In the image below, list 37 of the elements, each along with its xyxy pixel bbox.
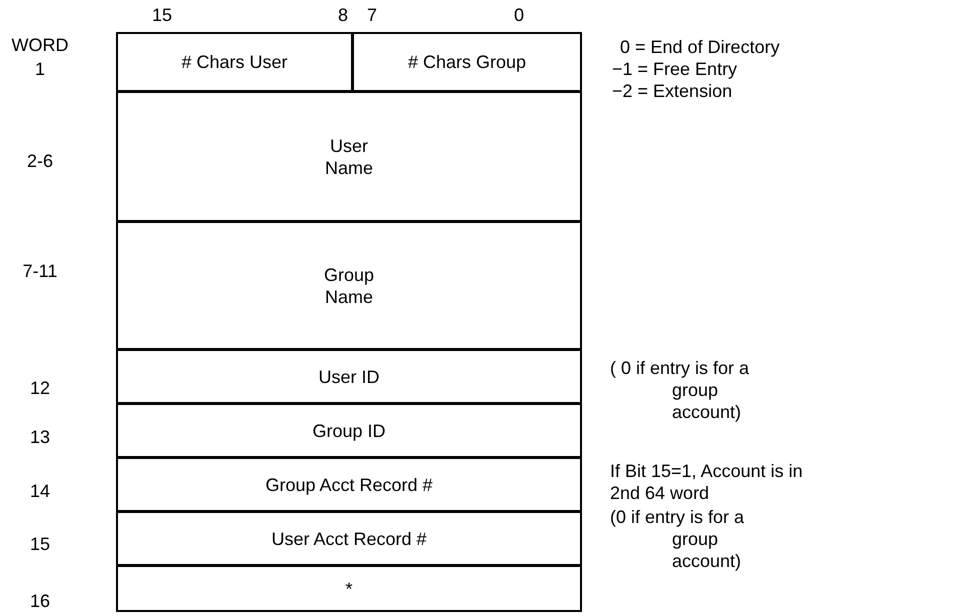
label-text: WORD (10, 34, 70, 56)
label-text: (0 if entry is for a group account) (610, 506, 746, 572)
label-text: −1 = Free Entry (612, 58, 738, 80)
label-text: ( 0 if entry is for a group account) (610, 357, 750, 423)
label-text: 7-11 (22, 260, 58, 282)
table-cell (116, 457, 582, 512)
label-text: 1 (34, 58, 46, 80)
table-cell (116, 511, 582, 566)
label-text: 16 (28, 590, 52, 612)
field-name: User ID (318, 366, 380, 388)
label-text: 15 (28, 533, 52, 555)
table-cell (116, 349, 582, 404)
label-text: 0 = End of Directory (620, 36, 781, 58)
label-text: −2 = Extension (612, 80, 734, 102)
field-name: # Chars Group (408, 51, 526, 73)
field-name: User Name (324, 134, 374, 178)
field-name: User Acct Record # (271, 528, 427, 550)
table-cell (116, 403, 582, 458)
label-text: 2-6 (26, 150, 54, 172)
table-cell (116, 32, 353, 92)
field-name: * (345, 578, 352, 600)
label-text: 13 (28, 426, 52, 448)
label-text: 7 (366, 4, 378, 26)
field-name: Group ID (312, 420, 386, 442)
label-text: 8 (336, 4, 349, 26)
label-text: 12 (28, 377, 52, 399)
table-cell (116, 221, 582, 350)
table-cell (352, 32, 582, 92)
table-cell (116, 91, 582, 222)
label-text: If Bit 15=1, Account is in 2nd 64 word (610, 460, 804, 504)
label-text: 14 (28, 480, 52, 502)
field-name: Group Acct Record # (265, 474, 433, 496)
label-text: 15 (150, 4, 174, 26)
field-name: Group Name (322, 264, 376, 308)
label-text: 0 (512, 4, 525, 26)
table-cell (116, 565, 582, 612)
field-name: # Chars User (181, 51, 288, 73)
